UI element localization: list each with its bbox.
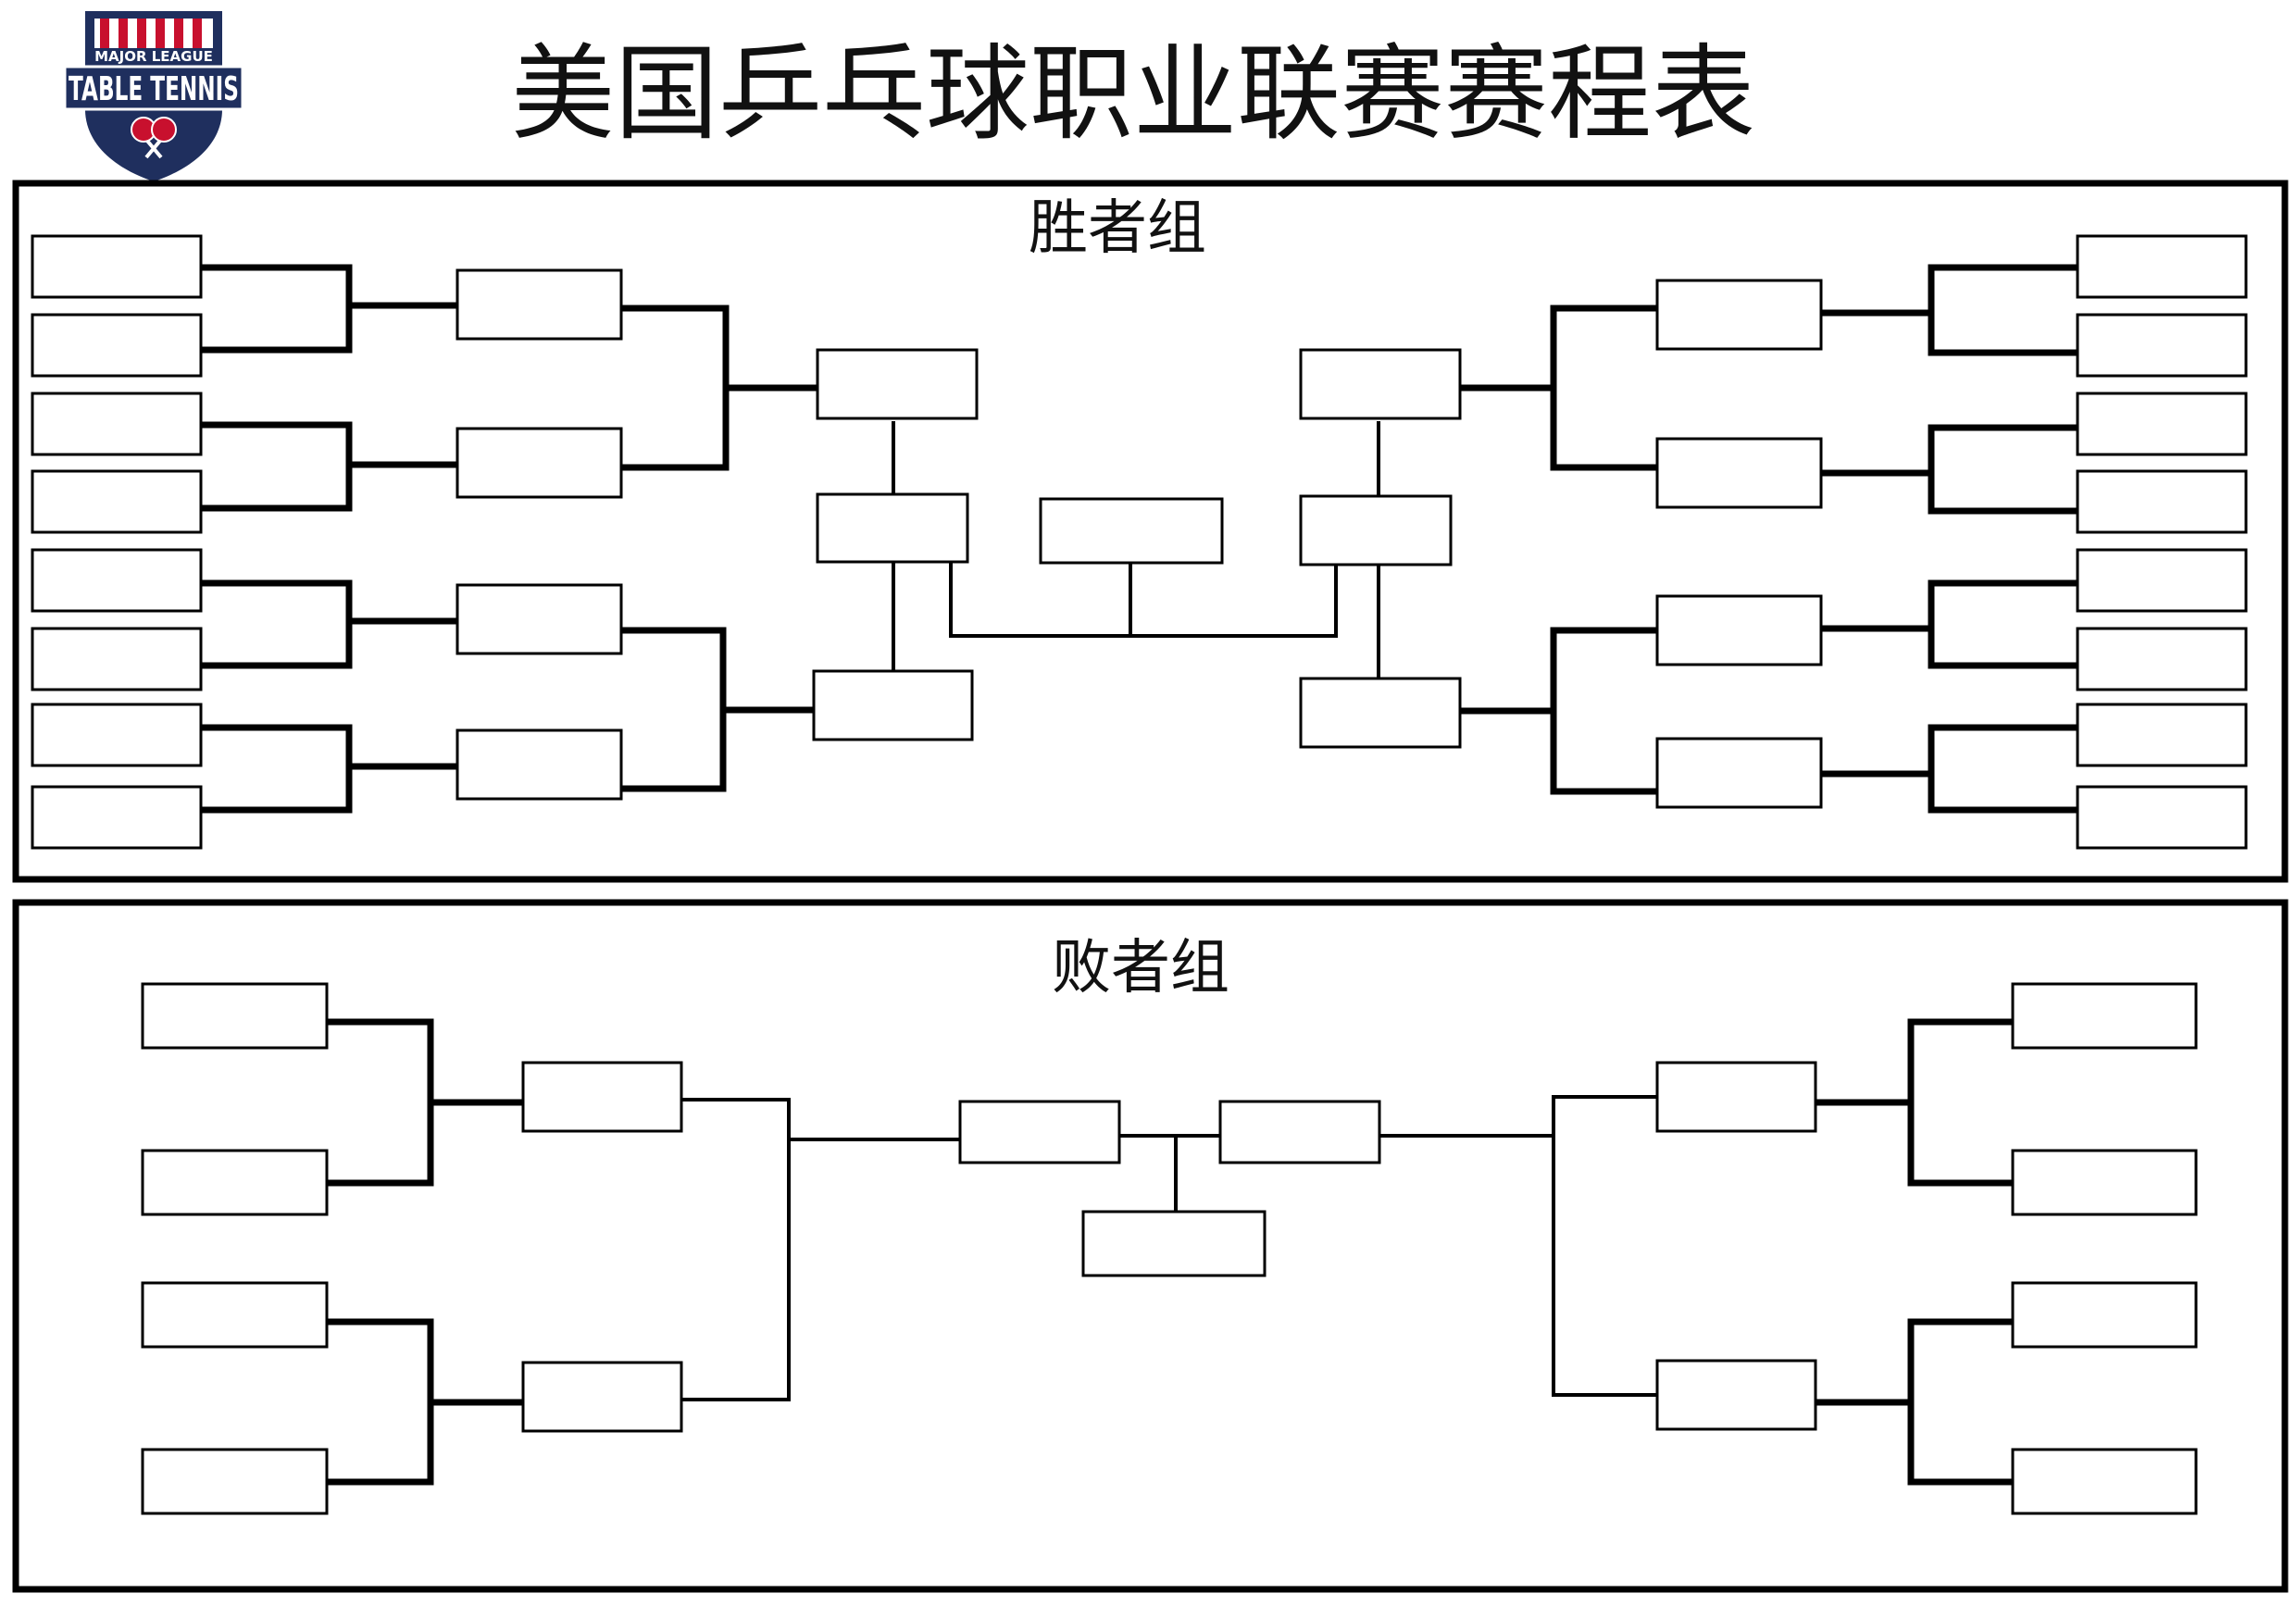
- bracket-slot[interactable]: [2076, 234, 2248, 299]
- bracket-slot[interactable]: [2011, 1448, 2198, 1515]
- losers-connectors: [323, 1018, 2017, 1486]
- bracket-slot[interactable]: [141, 1281, 329, 1349]
- logo-line1: MAJOR LEAGUE: [94, 48, 213, 65]
- losers-slots: [141, 982, 2198, 1515]
- bracket-slot[interactable]: [2076, 313, 2248, 378]
- bracket-slot[interactable]: [1655, 437, 1823, 509]
- bracket-slot[interactable]: [2076, 785, 2248, 850]
- bracket-slot[interactable]: [31, 703, 203, 767]
- winners-slots: [31, 234, 2248, 850]
- bracket-slot[interactable]: [455, 268, 623, 341]
- bracket-slot[interactable]: [2076, 392, 2248, 456]
- bracket-slot[interactable]: [2011, 1281, 2198, 1349]
- bracket-slot[interactable]: [141, 982, 329, 1050]
- bracket-slot[interactable]: [2011, 1149, 2198, 1216]
- bracket-slot[interactable]: [521, 1361, 683, 1433]
- bracket-slot[interactable]: [141, 1149, 329, 1216]
- winners-connectors: [198, 264, 2080, 814]
- winners-bracket-panel: [12, 180, 2289, 883]
- bracket-slot[interactable]: [1655, 737, 1823, 809]
- bracket-slot[interactable]: [31, 313, 203, 378]
- bracket-slot[interactable]: [31, 548, 203, 613]
- bracket-slot[interactable]: [958, 1100, 1121, 1164]
- bracket-slot[interactable]: [1081, 1210, 1267, 1277]
- bracket-slot[interactable]: [1299, 677, 1462, 749]
- bracket-slot[interactable]: [1655, 1359, 1817, 1431]
- bracket-slot[interactable]: [1655, 279, 1823, 351]
- bracket-slot[interactable]: [2076, 548, 2248, 613]
- bracket-slot[interactable]: [1218, 1100, 1381, 1164]
- bracket-slot[interactable]: [2076, 627, 2248, 691]
- bracket-slot[interactable]: [31, 392, 203, 456]
- bracket-slot[interactable]: [1039, 497, 1224, 565]
- bracket-slot[interactable]: [1655, 594, 1823, 666]
- bracket-slot[interactable]: [816, 492, 969, 564]
- bracket-slot[interactable]: [141, 1448, 329, 1515]
- bracket-slot[interactable]: [521, 1061, 683, 1133]
- bracket-slot[interactable]: [2076, 703, 2248, 767]
- bracket-slot[interactable]: [1299, 494, 1453, 566]
- bracket-slot[interactable]: [1299, 348, 1462, 420]
- page-title: 美国乒乓球职业联赛赛程表: [511, 34, 1755, 155]
- logo-line2: TABLE TENNIS: [69, 70, 239, 108]
- losers-bracket-heading: 败者组: [1052, 934, 1229, 1002]
- logo-banner: [63, 65, 244, 111]
- bracket-slot[interactable]: [31, 234, 203, 299]
- logo-stripes: [100, 19, 202, 48]
- bracket-slot[interactable]: [31, 785, 203, 850]
- bracket-slot[interactable]: [1655, 1061, 1817, 1133]
- league-logo: MAJOR LEAGUE TABLE TENNIS: [63, 11, 244, 181]
- bracket-slot[interactable]: [812, 669, 974, 741]
- bracket-slot[interactable]: [455, 728, 623, 801]
- bracket-slot[interactable]: [816, 348, 979, 420]
- bracket-slot[interactable]: [455, 427, 623, 499]
- bracket-slot[interactable]: [2076, 469, 2248, 534]
- bracket-slot[interactable]: [31, 627, 203, 691]
- winners-bracket-heading: 胜者组: [1029, 194, 1206, 263]
- bracket-slot[interactable]: [31, 469, 203, 534]
- bracket-slot[interactable]: [455, 583, 623, 655]
- bracket-slot[interactable]: [2011, 982, 2198, 1050]
- losers-bracket-panel: [12, 899, 2289, 1593]
- crossed-paddles-icon: [131, 117, 177, 159]
